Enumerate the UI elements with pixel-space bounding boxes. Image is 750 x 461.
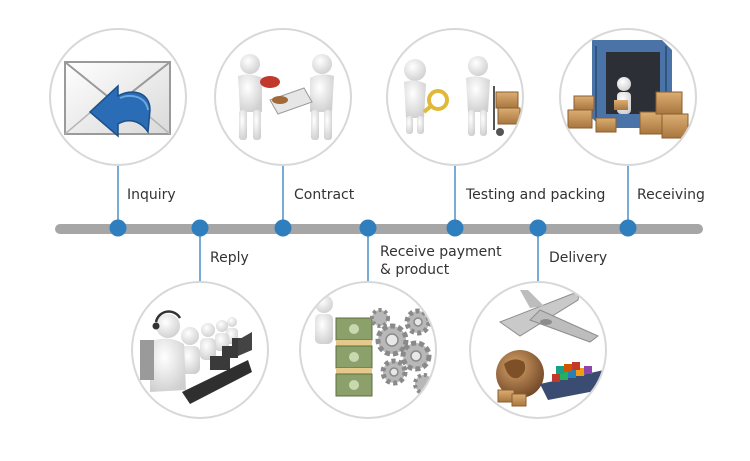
magnifier-handtruck-icon [386,28,524,166]
container-boxes-icon [559,28,697,166]
step-label-reply: Reply [210,250,249,266]
step-label-contract: Contract [294,187,355,203]
timeline-bar [55,224,703,234]
node-inquiry [109,219,127,237]
step-label-testing-packing: Testing and packing [466,187,606,203]
connectors [117,164,629,283]
node-receive [359,219,377,237]
node-testing [446,219,464,237]
node-receiving [619,219,637,237]
contract-handover-icon [214,28,352,166]
airplane-globe-ship-icon [469,281,607,419]
step-label-inquiry: Inquiry [127,187,176,203]
node-reply [191,219,209,237]
money-and-gears-icon [299,281,437,419]
step-label-receiving: Receiving [637,187,705,203]
node-contract [274,219,292,237]
timeline-nodes [109,219,637,237]
envelope-reply-icon [49,28,187,166]
step-label-delivery: Delivery [549,250,608,266]
node-delivery [529,219,547,237]
step-label-receive-payment: Receive payment & product [380,244,502,278]
call-center-agents-icon [131,281,269,419]
